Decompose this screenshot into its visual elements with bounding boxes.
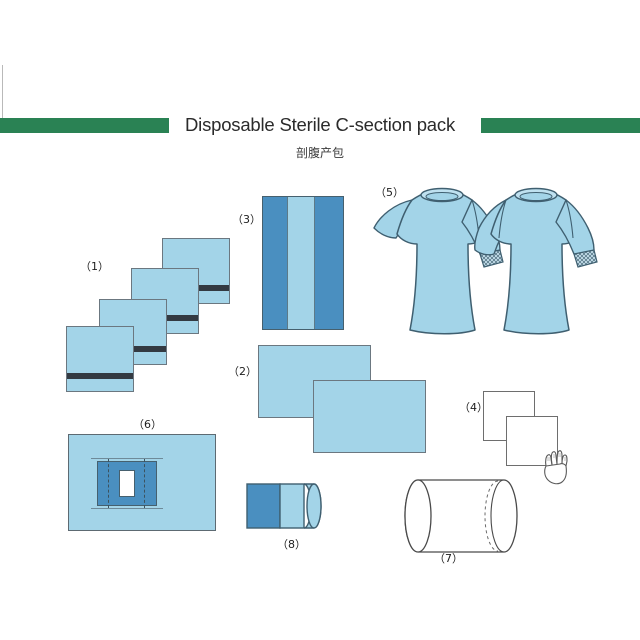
fenestration-opening: [119, 470, 135, 497]
item-5-label: （5）: [375, 186, 404, 199]
gowns-illustration: [373, 187, 598, 335]
drape-square: [66, 326, 134, 392]
gown-right: [474, 187, 598, 335]
fenestration-area: [91, 458, 163, 509]
folded-drape-center-band: [287, 197, 315, 329]
blue-roll-illustration: [246, 483, 322, 529]
fenestration-fold-line-right: [144, 459, 145, 508]
folded-drape-body: [262, 196, 344, 330]
fenestration-rule-bottom: [91, 508, 163, 509]
item-6-label: （6）: [133, 418, 162, 431]
page-subtitle: 剖腹产包: [295, 146, 344, 160]
item-5-surgical-gowns: （5）: [372, 178, 600, 358]
item-1-label: （1）: [80, 260, 109, 273]
item-7-label: （7）: [434, 552, 463, 565]
fenestration-fold-line-left: [108, 459, 109, 508]
white-roll-illustration: [404, 479, 518, 553]
fenestration-rule-top: [91, 458, 163, 459]
gown-left: [373, 187, 504, 335]
frame-edge-line: [2, 65, 3, 123]
item-4-label: （4）: [459, 401, 488, 414]
fenestrated-drape-body: [68, 434, 216, 531]
header-accent-bar-right: [481, 118, 640, 133]
drape-stripe: [67, 373, 133, 379]
item-2-label: （2）: [228, 365, 257, 378]
glove-hand-icon: [544, 450, 568, 485]
gown-cuff-right: [573, 249, 598, 268]
page-title: Disposable Sterile C-section pack: [185, 114, 455, 135]
item-3-label: （3）: [232, 213, 261, 226]
item-8-label: （8）: [277, 538, 306, 551]
header-accent-bar-left: [0, 118, 169, 133]
plain-drape-sheet: [313, 380, 426, 453]
